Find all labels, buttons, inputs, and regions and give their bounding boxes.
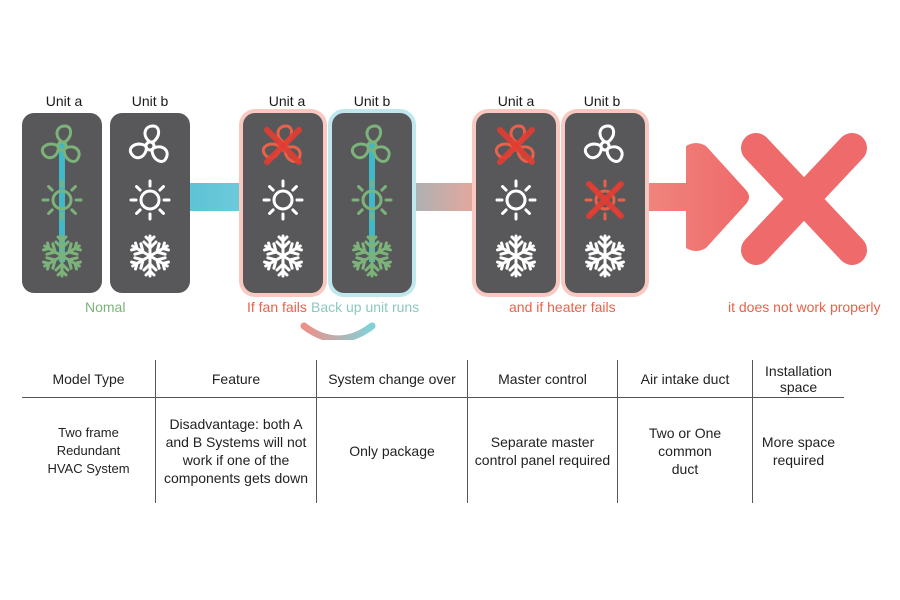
system-change-over-cell: Only package bbox=[316, 397, 468, 503]
unit-a-label: Unit a bbox=[45, 93, 83, 109]
cell-line: More space required bbox=[761, 433, 836, 468]
master-control-cell: Separate master control panel required bbox=[467, 397, 618, 503]
unit-a-panel bbox=[476, 113, 556, 293]
column-header: Installation space bbox=[752, 360, 844, 398]
unit-b-label: Unit b bbox=[583, 93, 621, 109]
flow-band-backup bbox=[410, 183, 478, 211]
cell-line: control panel required bbox=[474, 451, 611, 468]
column-header: Model Type bbox=[22, 360, 156, 398]
flow-arrow-to-failure bbox=[642, 143, 749, 251]
table-row: Two frame Redundant HVAC System Disadvan… bbox=[22, 397, 844, 504]
redundancy-diagram bbox=[22, 109, 867, 340]
unit-a-panel bbox=[243, 113, 323, 293]
changeover-arrow-icon bbox=[300, 322, 376, 340]
column-header: Feature bbox=[155, 360, 317, 398]
cell-line: Separate master bbox=[490, 433, 595, 450]
caption-result: it does not work properly bbox=[728, 299, 881, 315]
column-header: Master control bbox=[467, 360, 618, 398]
air-intake-duct-cell: Two or One common duct bbox=[617, 397, 753, 503]
caption-fan-fails: If fan fails bbox=[247, 299, 307, 315]
cell-line: Two or One common bbox=[648, 424, 722, 459]
active-flow-line bbox=[369, 142, 375, 262]
caption-backup: Back up unit runs bbox=[311, 299, 420, 315]
comparison-table: Model Type Feature System change over Ma… bbox=[22, 360, 844, 503]
model-type-cell: Two frame Redundant HVAC System bbox=[22, 398, 156, 504]
feature-cell: Disadvantage: both A and B Systems will … bbox=[155, 397, 317, 503]
table-header-row: Model Type Feature System change over Ma… bbox=[22, 360, 844, 398]
caption-normal: Nomal bbox=[85, 299, 126, 315]
installation-space-cell: More space required bbox=[752, 397, 844, 503]
cell-line: components gets down bbox=[164, 469, 308, 486]
cell-line: Two frame Redundant bbox=[56, 424, 121, 458]
unit-b-panel bbox=[110, 113, 190, 293]
flow-band-normal bbox=[184, 183, 246, 211]
cell-line: Disadvantage: both A bbox=[169, 415, 303, 432]
cell-line: and B Systems will not bbox=[165, 433, 307, 450]
failure-x-icon bbox=[741, 133, 867, 265]
cell-line: work if one of the bbox=[182, 451, 290, 468]
active-flow-line bbox=[59, 142, 65, 262]
unit-b-label: Unit b bbox=[131, 93, 169, 109]
unit-a-label: Unit a bbox=[497, 93, 535, 109]
cell-line: duct bbox=[671, 460, 699, 477]
caption-heater-fails: and if heater fails bbox=[509, 299, 616, 315]
cell-line: HVAC System bbox=[47, 460, 130, 476]
cell-line: Only package bbox=[349, 442, 435, 459]
column-header: System change over bbox=[316, 360, 468, 398]
column-header: Air intake duct bbox=[617, 360, 753, 398]
unit-b-label: Unit b bbox=[353, 93, 391, 109]
unit-a-label: Unit a bbox=[268, 93, 306, 109]
